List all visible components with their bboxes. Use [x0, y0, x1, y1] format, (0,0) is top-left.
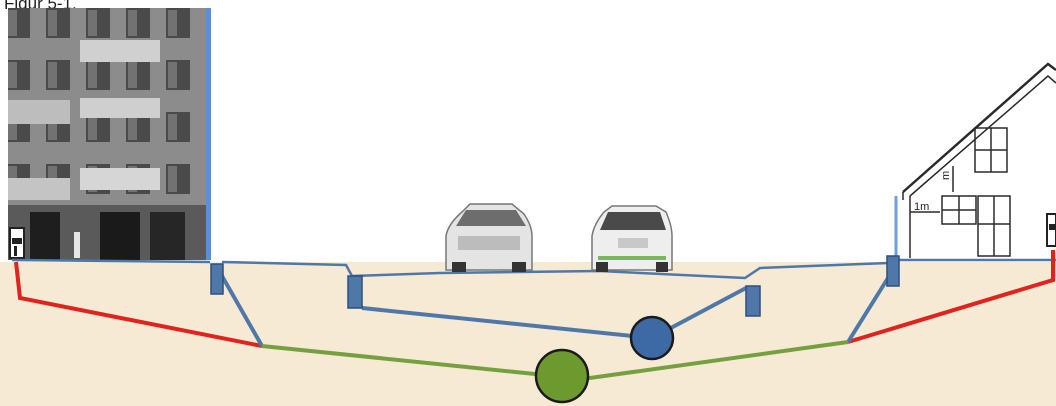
gully-right-outer	[887, 256, 899, 286]
house-height-label: m	[940, 171, 952, 180]
downpipe-icon-right	[1047, 214, 1056, 246]
gully-left-inner	[348, 276, 362, 308]
storm-pipe-circle	[631, 317, 673, 359]
house-sketch	[903, 64, 1056, 258]
car-front-icon	[446, 204, 532, 272]
gully-right-inner	[746, 286, 760, 316]
building-wall-line	[206, 8, 211, 260]
house-distance-label: 1m	[914, 201, 929, 213]
sewer-pipe-circle	[536, 350, 588, 402]
apartment-building-photo	[8, 8, 211, 260]
downpipe-icon-left	[10, 228, 24, 258]
car-rear-icon	[592, 206, 672, 272]
gully-left-outer	[211, 264, 223, 294]
